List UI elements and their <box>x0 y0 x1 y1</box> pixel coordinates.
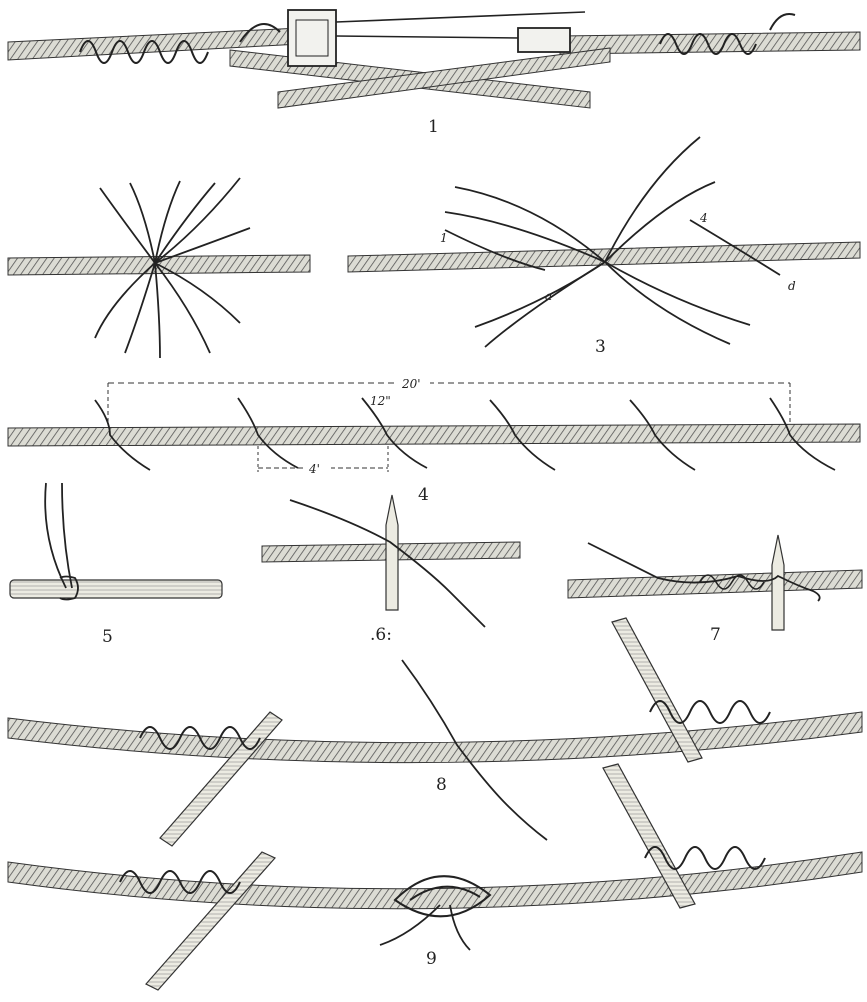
strand-label-a: a <box>545 289 552 303</box>
clamp-rod-top <box>336 12 585 22</box>
figure-6: .6: <box>262 495 520 645</box>
figure-3: 1 4 a d 3 <box>348 137 860 357</box>
spike <box>772 535 784 630</box>
tie-strand-a <box>380 905 440 945</box>
figure-7: 7 <box>568 535 862 645</box>
figure-number: 3 <box>595 337 606 357</box>
strand-label-d: d <box>788 279 796 293</box>
figure-number: 4 <box>418 485 429 505</box>
cable <box>8 852 862 909</box>
figure-number: 7 <box>710 625 721 645</box>
figure-number: 9 <box>426 949 437 969</box>
figure-number: .6: <box>370 625 392 645</box>
hook-right <box>770 14 795 30</box>
spike <box>386 495 398 610</box>
stick <box>10 580 222 598</box>
stake-left <box>160 712 282 846</box>
figure-8: 8 <box>8 618 862 846</box>
strand-label-1: 1 <box>440 231 448 245</box>
clamp-rod-bottom <box>336 36 520 38</box>
figure-1: 1 <box>8 10 860 137</box>
figure-number: 8 <box>436 775 447 795</box>
cable <box>348 242 860 272</box>
dimension-label-12in: 12" <box>370 394 391 408</box>
figure-5: 5 <box>10 483 222 647</box>
figure-4: 20' 12" 4' 4 <box>8 374 860 505</box>
strand-label-4: 4 <box>699 211 708 225</box>
figure-9: 9 <box>8 764 862 990</box>
dimension-label-20ft: 20' <box>401 377 421 391</box>
tie-strand-b <box>450 905 470 950</box>
dimension-label-4ft: 4' <box>308 462 320 476</box>
figure-2 <box>8 178 310 358</box>
clamp-left <box>288 10 336 66</box>
clamp-right <box>518 28 570 52</box>
cable <box>8 712 862 763</box>
cable <box>8 424 860 446</box>
strands <box>445 137 780 347</box>
figure-number: 1 <box>428 117 439 137</box>
figure-number: 5 <box>102 627 113 647</box>
